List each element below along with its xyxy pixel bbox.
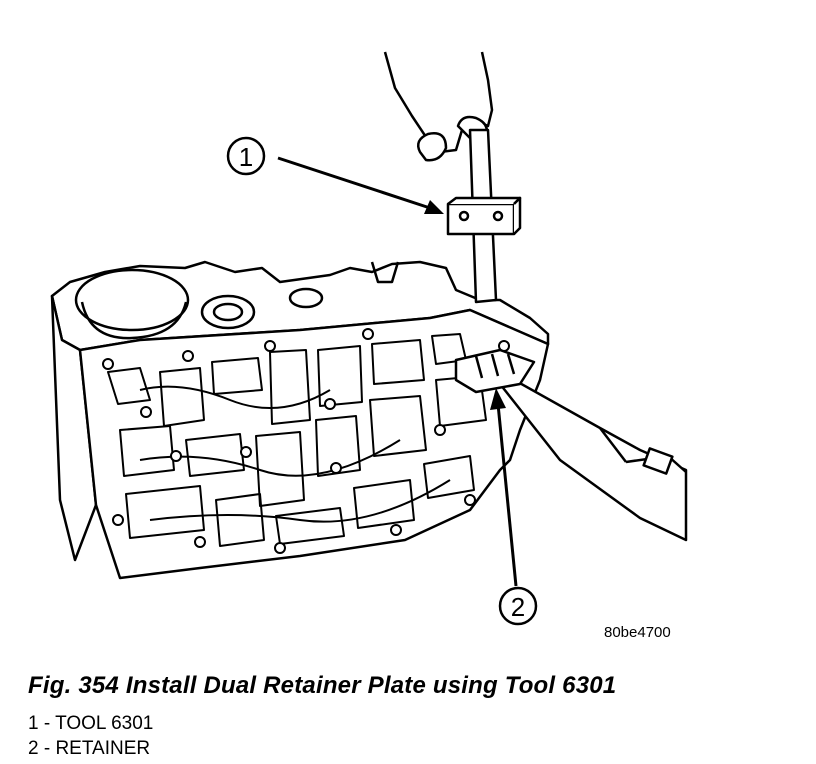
valve-body-channels bbox=[107, 333, 487, 547]
tool-6301 bbox=[446, 128, 522, 304]
valve-body-illustration: 1 2 bbox=[50, 51, 688, 626]
valve-body bbox=[50, 260, 550, 580]
callout-1: 1 bbox=[226, 136, 444, 214]
callout-1-number: 1 bbox=[239, 142, 253, 172]
legend-item-tool: 1 - TOOL 6301 bbox=[28, 713, 154, 734]
bolt-holes bbox=[102, 328, 510, 554]
callout-2-number: 2 bbox=[511, 592, 525, 622]
callout-2: 2 bbox=[490, 388, 538, 626]
legend-item-retainer: 2 - RETAINER bbox=[28, 738, 151, 759]
retainer bbox=[454, 348, 536, 394]
hand bbox=[383, 51, 494, 162]
pliers bbox=[498, 370, 688, 542]
image-id-label: 80be4700 bbox=[604, 624, 671, 641]
figure-caption: Fig. 354 Install Dual Retainer Plate usi… bbox=[28, 672, 617, 699]
